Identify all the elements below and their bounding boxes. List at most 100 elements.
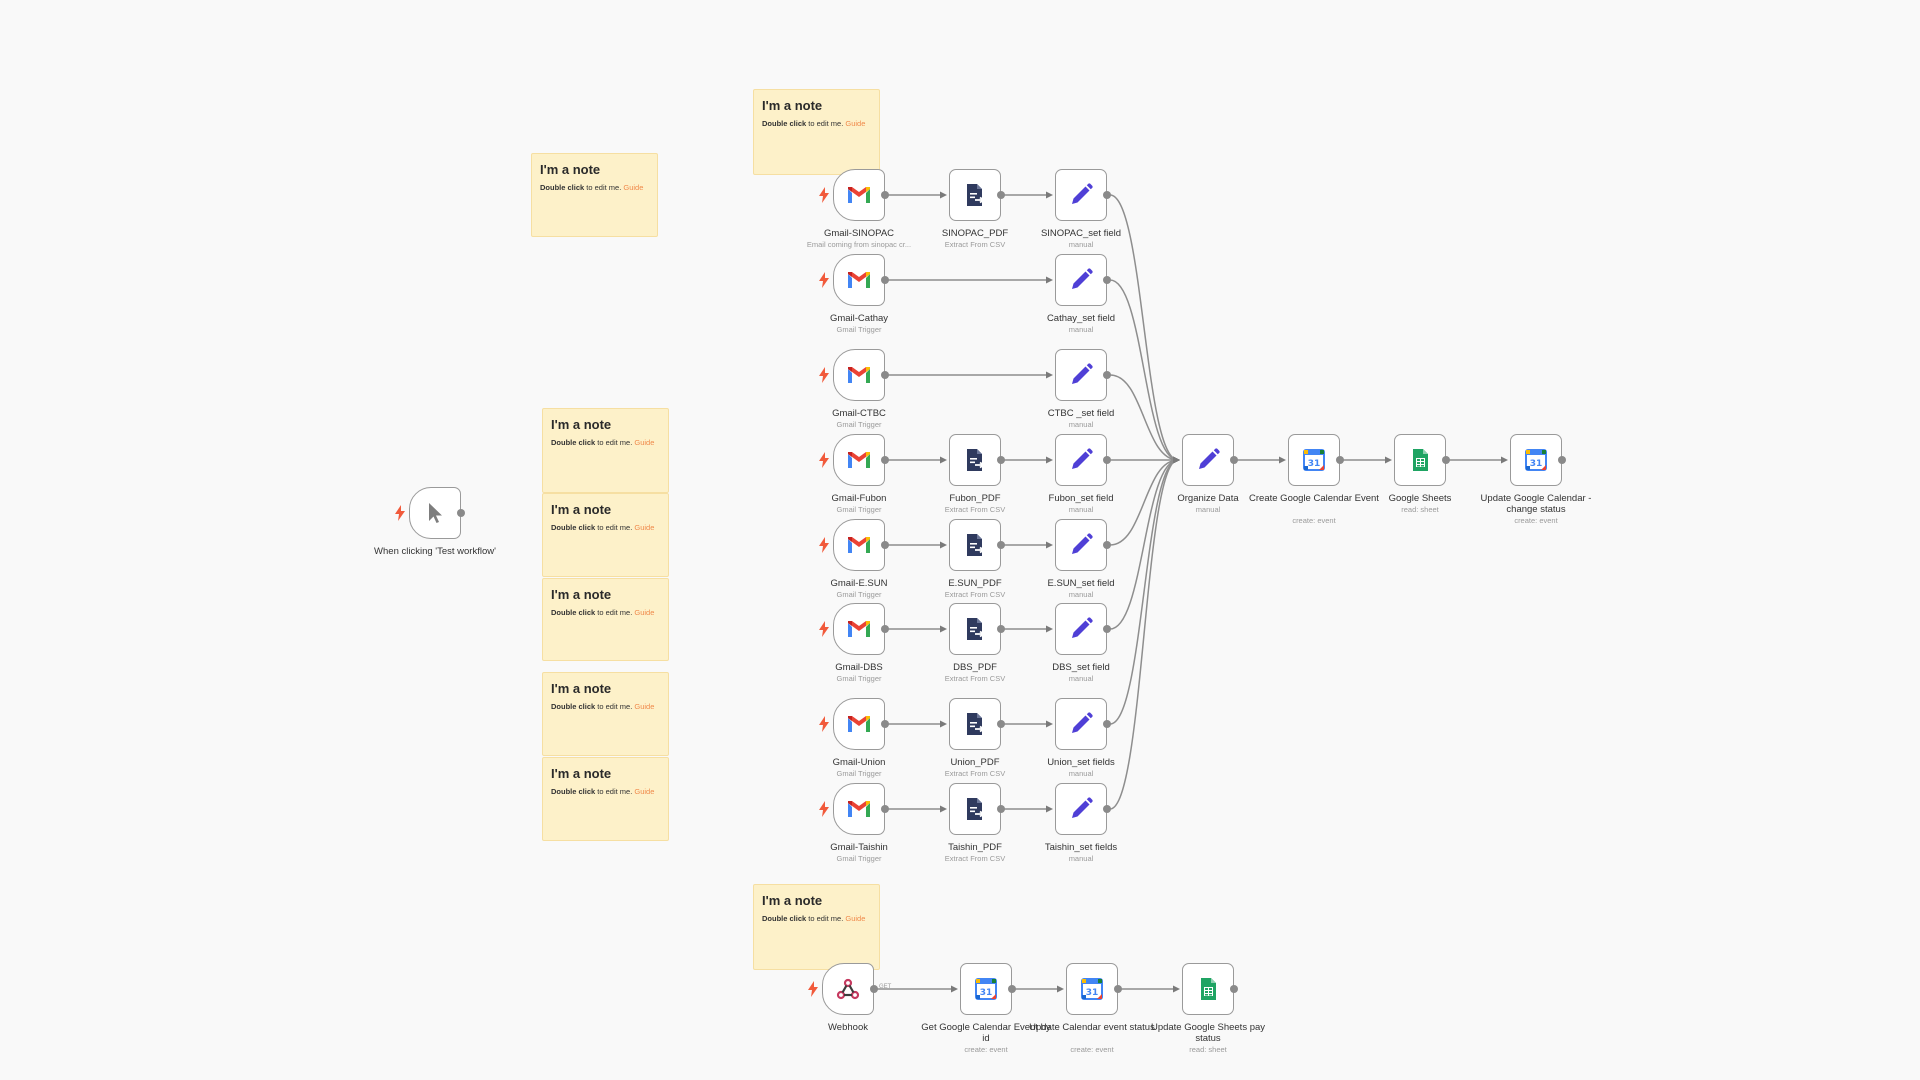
node-gm-fubon[interactable] <box>819 434 889 486</box>
pencil-icon <box>1194 446 1222 474</box>
node-set-union[interactable] <box>1055 698 1111 750</box>
output-handle[interactable] <box>1442 456 1450 464</box>
output-handle[interactable] <box>997 625 1005 633</box>
note-guide-link[interactable]: Guide <box>634 608 655 617</box>
trigger-bolt-icon <box>819 716 829 732</box>
output-handle[interactable] <box>1230 985 1238 993</box>
output-handle[interactable] <box>881 191 889 199</box>
output-handle[interactable] <box>997 191 1005 199</box>
output-handle[interactable] <box>1103 625 1111 633</box>
connection-line[interactable] <box>1109 459 1179 810</box>
output-handle[interactable] <box>457 509 465 517</box>
output-handle[interactable] <box>1103 805 1111 813</box>
connection-line[interactable] <box>1109 279 1179 461</box>
note-bold-text: Double click <box>551 702 596 711</box>
note-guide-link[interactable]: Guide <box>634 523 655 532</box>
node-pdf-dbs[interactable] <box>949 603 1005 655</box>
node-set-taishin[interactable] <box>1055 783 1111 835</box>
node-manual[interactable] <box>395 487 465 539</box>
output-handle[interactable] <box>881 720 889 728</box>
node-gm-sinopac[interactable] <box>819 169 889 221</box>
connection-line[interactable] <box>1109 459 1179 546</box>
node-organize[interactable] <box>1182 434 1238 486</box>
google-calendar-icon: 31 <box>1300 446 1328 474</box>
node-set-fubon[interactable] <box>1055 434 1111 486</box>
node-pdf-esun[interactable] <box>949 519 1005 571</box>
node-set-esun[interactable] <box>1055 519 1111 571</box>
output-handle[interactable] <box>1336 456 1344 464</box>
node-gm-esun[interactable] <box>819 519 889 571</box>
node-gm-taishin[interactable] <box>819 783 889 835</box>
pencil-icon <box>1067 795 1095 823</box>
output-handle[interactable] <box>997 805 1005 813</box>
node-pdf-sinopac[interactable] <box>949 169 1005 221</box>
node-set-sinopac[interactable] <box>1055 169 1111 221</box>
output-handle[interactable] <box>1103 541 1111 549</box>
gmail-icon <box>845 266 873 294</box>
node-subtitle: Gmail Trigger <box>836 420 882 429</box>
note-title: I'm a note <box>762 893 823 908</box>
output-handle[interactable] <box>1558 456 1566 464</box>
output-handle[interactable] <box>870 985 878 993</box>
note-guide-link[interactable]: Guide <box>845 119 866 128</box>
output-handle[interactable] <box>881 805 889 813</box>
gmail-icon <box>845 795 873 823</box>
node-sheets[interactable] <box>1394 434 1450 486</box>
output-handle[interactable] <box>881 371 889 379</box>
node-pdf-fubon[interactable] <box>949 434 1005 486</box>
output-handle[interactable] <box>1103 371 1111 379</box>
node-pdf-taishin[interactable] <box>949 783 1005 835</box>
output-handle[interactable] <box>1103 276 1111 284</box>
sticky-note[interactable]: I'm a note Double click to edit me. Guid… <box>753 89 880 175</box>
node-set-dbs[interactable] <box>1055 603 1111 655</box>
node-gm-cathay[interactable] <box>819 254 889 306</box>
node-get-cal[interactable]: 31 <box>960 963 1016 1015</box>
connection-line[interactable] <box>1109 194 1179 461</box>
connection-line[interactable] <box>1109 459 1179 725</box>
node-create-cal[interactable]: 31 <box>1288 434 1344 486</box>
node-update-sheets[interactable] <box>1182 963 1238 1015</box>
node-gm-ctbc[interactable] <box>819 349 889 401</box>
output-handle[interactable] <box>881 456 889 464</box>
connection-line[interactable] <box>1109 374 1179 461</box>
connection-line[interactable] <box>1109 459 1179 630</box>
node-gm-union[interactable] <box>819 698 889 750</box>
node-pdf-union[interactable] <box>949 698 1005 750</box>
sticky-note[interactable]: I'm a note Double click to edit me. Guid… <box>542 493 669 577</box>
output-handle[interactable] <box>997 541 1005 549</box>
note-guide-link[interactable]: Guide <box>634 702 655 711</box>
node-gm-dbs[interactable] <box>819 603 889 655</box>
sticky-note[interactable]: I'm a note Double click to edit me. Guid… <box>542 757 669 841</box>
note-guide-link[interactable]: Guide <box>634 787 655 796</box>
output-handle[interactable] <box>1103 191 1111 199</box>
output-handle[interactable] <box>1103 720 1111 728</box>
output-handle[interactable] <box>881 625 889 633</box>
note-guide-link[interactable]: Guide <box>634 438 655 447</box>
output-handle[interactable] <box>997 720 1005 728</box>
output-handle[interactable] <box>881 276 889 284</box>
output-handle[interactable] <box>997 456 1005 464</box>
node-set-ctbc[interactable] <box>1055 349 1111 401</box>
output-handle[interactable] <box>1114 985 1122 993</box>
node-label: Organize Data <box>1177 493 1239 504</box>
node-update-cal-evt[interactable]: 31 <box>1066 963 1122 1015</box>
sticky-note[interactable]: I'm a note Double click to edit me. Guid… <box>542 672 669 756</box>
sticky-note[interactable]: I'm a note Double click to edit me. Guid… <box>531 153 658 237</box>
output-handle[interactable] <box>1008 985 1016 993</box>
sticky-note[interactable]: I'm a note Double click to edit me. Guid… <box>542 408 669 493</box>
output-handle[interactable] <box>1103 456 1111 464</box>
note-guide-link[interactable]: Guide <box>623 183 644 192</box>
node-label: DBS_PDF <box>953 662 997 673</box>
connection-arrowhead <box>1279 456 1286 464</box>
node-set-cathay[interactable] <box>1055 254 1111 306</box>
output-handle[interactable] <box>881 541 889 549</box>
node-webhook[interactable] <box>808 963 878 1015</box>
sticky-note[interactable]: I'm a note Double click to edit me. Guid… <box>753 884 880 970</box>
node-update-cal-status[interactable]: 31 <box>1510 434 1566 486</box>
trigger-bolt-icon <box>819 801 829 817</box>
node-label: Taishin_set fields <box>1044 842 1118 853</box>
output-handle[interactable] <box>1230 456 1238 464</box>
note-guide-link[interactable]: Guide <box>845 914 866 923</box>
sticky-note[interactable]: I'm a note Double click to edit me. Guid… <box>542 578 669 661</box>
